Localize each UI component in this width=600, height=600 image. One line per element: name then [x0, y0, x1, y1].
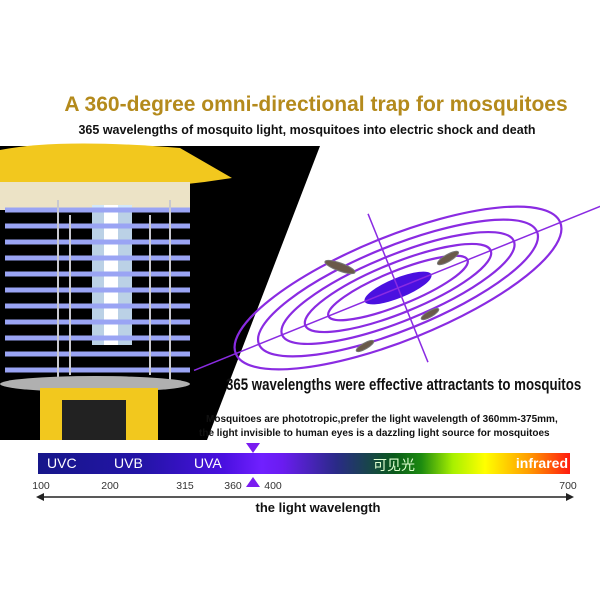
- headline: A 360-degree omni-directional trap for m…: [64, 93, 568, 116]
- tick-label: 200: [101, 480, 119, 492]
- band-uvc: UVC: [47, 455, 77, 471]
- marker-up-triangle-icon: [246, 477, 260, 487]
- marker-down-triangle-icon: [246, 443, 260, 453]
- light-spectrum-bar: UVC UVB UVA 可见光 infrared: [38, 453, 570, 474]
- tick-label: 400: [264, 480, 282, 492]
- axis-label: the light wavelength: [255, 500, 381, 515]
- attractant-statement: 365 wavelengths were effective attractan…: [226, 375, 582, 394]
- tick-label: 100: [32, 480, 50, 492]
- tick-label: 315: [176, 480, 194, 492]
- description-line-1: Mosquitoes are phototropic,prefer the li…: [206, 414, 558, 425]
- tick-label: 700: [559, 480, 577, 492]
- mosquito-lamp-image: [0, 143, 232, 440]
- wavelength-axis-arrow: [36, 493, 574, 501]
- description-line-2: the light invisible to human eyes is a d…: [199, 428, 550, 439]
- product-illustration: [0, 143, 600, 440]
- band-uva: UVA: [194, 455, 222, 471]
- mosquito-icons: [324, 250, 460, 353]
- band-uvb: UVB: [114, 455, 143, 471]
- black-background-panel: [0, 146, 320, 440]
- band-infrared: infrared: [515, 455, 568, 471]
- band-visible: 可见光: [373, 457, 415, 473]
- subheadline: 365 wavelengths of mosquito light, mosqu…: [78, 123, 536, 137]
- attraction-ellipses-diagram: [193, 204, 600, 372]
- tick-label: 360: [224, 480, 242, 492]
